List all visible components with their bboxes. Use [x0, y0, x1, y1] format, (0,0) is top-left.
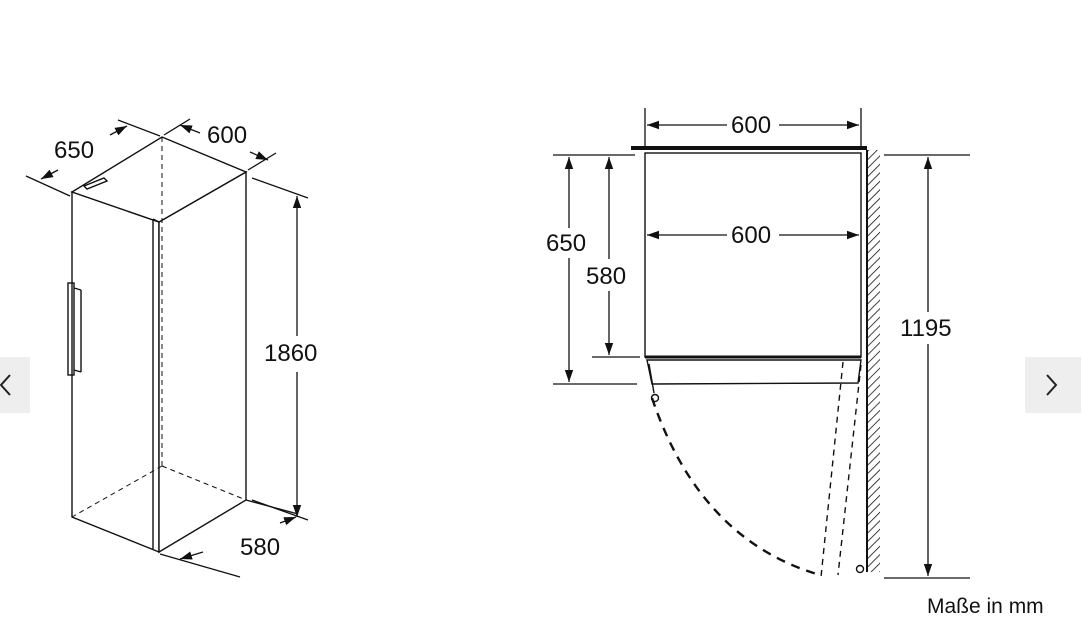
door-closed	[646, 359, 862, 403]
top-view-plan	[553, 108, 970, 579]
dim-depth-650-plan	[553, 154, 637, 385]
dim-depth-580-iso	[159, 499, 299, 578]
label-depth-580-iso: 580	[240, 534, 280, 561]
dim-door-open-1195	[884, 154, 970, 579]
label-depth-580-plan: 580	[586, 263, 626, 290]
label-door-open-1195: 1195	[900, 315, 952, 342]
dim-depth-650	[25, 119, 161, 197]
dim-width-600-iso	[163, 118, 277, 171]
label-width-600-inner: 600	[731, 222, 771, 249]
label-depth-650-plan: 650	[546, 230, 586, 257]
chevron-right-icon	[1046, 374, 1058, 396]
next-image-button[interactable]	[1025, 357, 1081, 413]
dim-width-600-outer	[644, 108, 862, 146]
cabinet-plan	[644, 152, 862, 359]
label-width-600-iso: 600	[207, 122, 247, 149]
dim-depth-580-plan	[592, 157, 640, 358]
dim-height-1860	[251, 177, 309, 521]
fridge-cabinet	[70, 136, 248, 554]
isometric-fridge-view	[25, 118, 309, 578]
wall-hatch	[866, 150, 880, 572]
label-height-1860: 1860	[264, 340, 317, 367]
label-width-600-outer: 600	[731, 112, 771, 139]
units-caption: Maße in mm	[927, 595, 1044, 618]
label-depth-650: 650	[54, 137, 94, 164]
door-swing-arc	[650, 397, 821, 577]
door-handle	[67, 282, 82, 376]
chevron-left-icon	[0, 374, 11, 396]
door-open-swing	[820, 361, 862, 578]
previous-image-button[interactable]	[0, 357, 30, 413]
